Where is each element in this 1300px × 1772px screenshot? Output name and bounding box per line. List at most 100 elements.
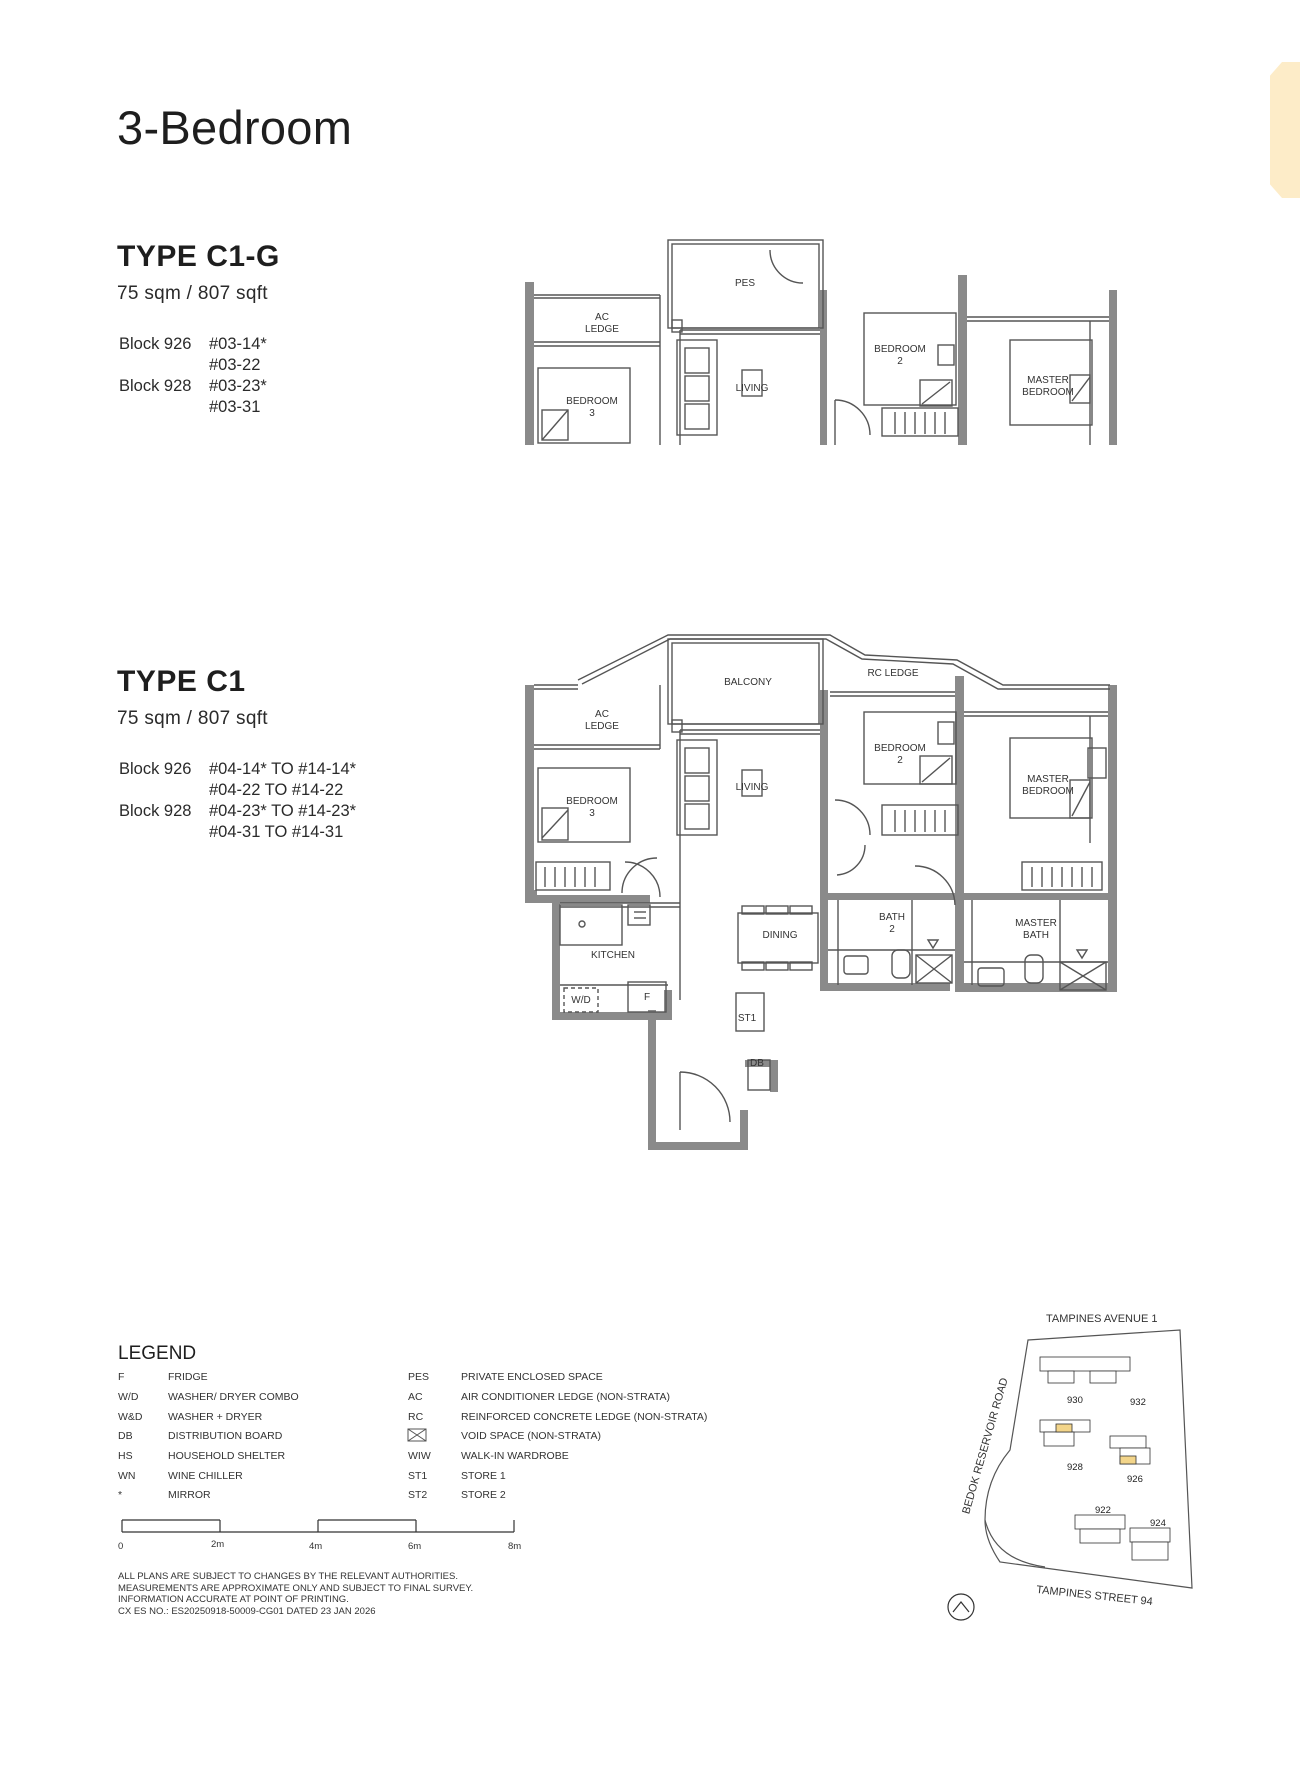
type-c1g-area: 75 sqm / 807 sqft (117, 283, 268, 304)
unit-range: #04-22 TO #14-22 (209, 781, 344, 799)
legend-desc: AIR CONDITIONER LEDGE (NON-STRATA) (461, 1391, 671, 1403)
plan-label-line: LEDGE (585, 721, 619, 732)
plan-label-line: AC (595, 709, 609, 720)
plan-label-line: BEDROOM (566, 796, 618, 807)
legend-code: W/D (118, 1391, 139, 1403)
plan-label-line: BATH (1023, 930, 1049, 941)
map-block-label: 926 (1127, 1474, 1143, 1485)
plan-label-line: BEDROOM (874, 344, 926, 355)
map-road-south: TAMPINES STREET 94 (1035, 1583, 1154, 1609)
legend-code: F (118, 1371, 125, 1383)
legend-title: LEGEND (118, 1343, 197, 1364)
plan-label-line: BEDROOM (566, 396, 618, 407)
legend-desc: VOID SPACE (NON-STRATA) (461, 1430, 602, 1442)
legend-desc: STORE 1 (461, 1470, 506, 1482)
scale-label: 0 (118, 1541, 124, 1552)
plan-label-distribution-board: DB (750, 1058, 764, 1069)
legend-code: W&D (118, 1411, 143, 1423)
unit-range: #03-22 (209, 356, 261, 374)
unit-range: #03-23* (209, 377, 267, 395)
unit-range: #03-31 (209, 398, 261, 416)
legend-code: WIW (408, 1450, 431, 1462)
type-c1-area: 75 sqm / 807 sqft (117, 708, 268, 729)
plan-label-washer-dryer: W/D (571, 995, 591, 1006)
plan-label-line: MASTER (1027, 774, 1069, 785)
plan-label-line: AC (595, 312, 609, 323)
block-label: Block 928 (119, 377, 192, 395)
map-road-west: BEDOK RESERVOIR ROAD (960, 1376, 1011, 1516)
plan-label-line: MASTER (1015, 918, 1057, 929)
legend-code: ST2 (408, 1489, 428, 1501)
plan-label-store-1: ST1 (737, 1013, 757, 1024)
map-road-north: TAMPINES AVENUE 1 (1046, 1313, 1158, 1325)
map-block-label: 928 (1067, 1462, 1083, 1473)
plan-label-line: BEDROOM (874, 743, 926, 754)
block-label: Block 926 (119, 335, 192, 353)
legend-code: AC (408, 1391, 423, 1403)
legend-desc: HOUSEHOLD SHELTER (168, 1450, 286, 1462)
plan-label-pes: PES (734, 278, 755, 289)
map-block-label: 924 (1150, 1518, 1166, 1529)
legend-code: HS (118, 1450, 133, 1462)
note-line: MEASUREMENTS ARE APPROXIMATE ONLY AND SU… (118, 1582, 474, 1594)
unit-range: #04-31 TO #14-31 (209, 823, 344, 841)
legend-code: RC (408, 1411, 424, 1423)
legend-desc: WASHER + DRYER (168, 1411, 263, 1423)
plan-label-line: 2 (897, 356, 903, 367)
note-line: INFORMATION ACCURATE AT POINT OF PRINTIN… (118, 1594, 349, 1605)
legend-desc: FRIDGE (168, 1371, 208, 1383)
scale-label: 6m (408, 1541, 422, 1552)
legend-desc: WASHER/ DRYER COMBO (168, 1391, 299, 1403)
plan-label-line: LEDGE (585, 324, 619, 335)
plan-label-fridge: F (643, 992, 651, 1003)
legend-code: ST1 (408, 1470, 428, 1482)
type-c1g-title: TYPE C1-G (117, 240, 280, 273)
plan-label-living: LIVING (735, 782, 769, 793)
disclaimer-notes: ALL PLANS ARE SUBJECT TO CHANGES BY THE … (118, 1571, 618, 1617)
scale-label: 8m (508, 1541, 522, 1552)
legend-desc: STORE 2 (461, 1489, 506, 1501)
scale-label: 2m (211, 1539, 225, 1550)
note-line: CX ES NO.: ES20250918-50009-CG01 DATED 2… (118, 1605, 376, 1617)
block-label: Block 926 (119, 760, 192, 778)
scale-label: 4m (309, 1541, 323, 1552)
map-block-label: 930 (1067, 1395, 1083, 1406)
legend-desc: DISTRIBUTION BOARD (168, 1430, 283, 1442)
type-c1-title: TYPE C1 (117, 665, 246, 698)
plan-label-living: LIVING (735, 383, 769, 394)
plan-label-line: 3 (589, 408, 595, 419)
plan-label-dining: DINING (762, 930, 798, 941)
legend-desc: REINFORCED CONCRETE LEDGE (NON-STRATA) (461, 1411, 708, 1423)
legend-code: DB (118, 1430, 133, 1442)
unit-range: #03-14* (209, 335, 267, 353)
page-title: 3-Bedroom (117, 101, 353, 154)
block-label: Block 928 (119, 802, 192, 820)
legend-desc: PRIVATE ENCLOSED SPACE (461, 1371, 603, 1383)
legend-code: * (118, 1489, 123, 1501)
map-block-label: 922 (1095, 1505, 1111, 1516)
map-block-label: 932 (1130, 1397, 1146, 1408)
plan-label-kitchen: KITCHEN (591, 950, 635, 961)
note-line: ALL PLANS ARE SUBJECT TO CHANGES BY THE … (118, 1571, 458, 1582)
plan-label-line: BEDROOM (1022, 786, 1074, 797)
type-c1g-block-list: Block 926 #03-14* #03-22 Block 928 #03-23*… (119, 334, 267, 418)
legend-desc: WINE CHILLER (168, 1470, 243, 1482)
plan-label-line: 2 (897, 755, 903, 766)
legend-desc: MIRROR (168, 1489, 211, 1501)
plan-label-line: 3 (589, 808, 595, 819)
plan-label-line: 2 (889, 924, 895, 935)
legend-code: WN (118, 1470, 136, 1482)
side-tab[interactable] (1270, 62, 1300, 198)
plan-label-line: MASTER (1027, 375, 1069, 386)
type-c1-block-list: Block 926#04-14* TO #14-14* #04-22 TO #1… (119, 759, 356, 843)
plan-label-line: BEDROOM (1022, 387, 1074, 398)
plan-label-line: BATH (879, 912, 905, 923)
